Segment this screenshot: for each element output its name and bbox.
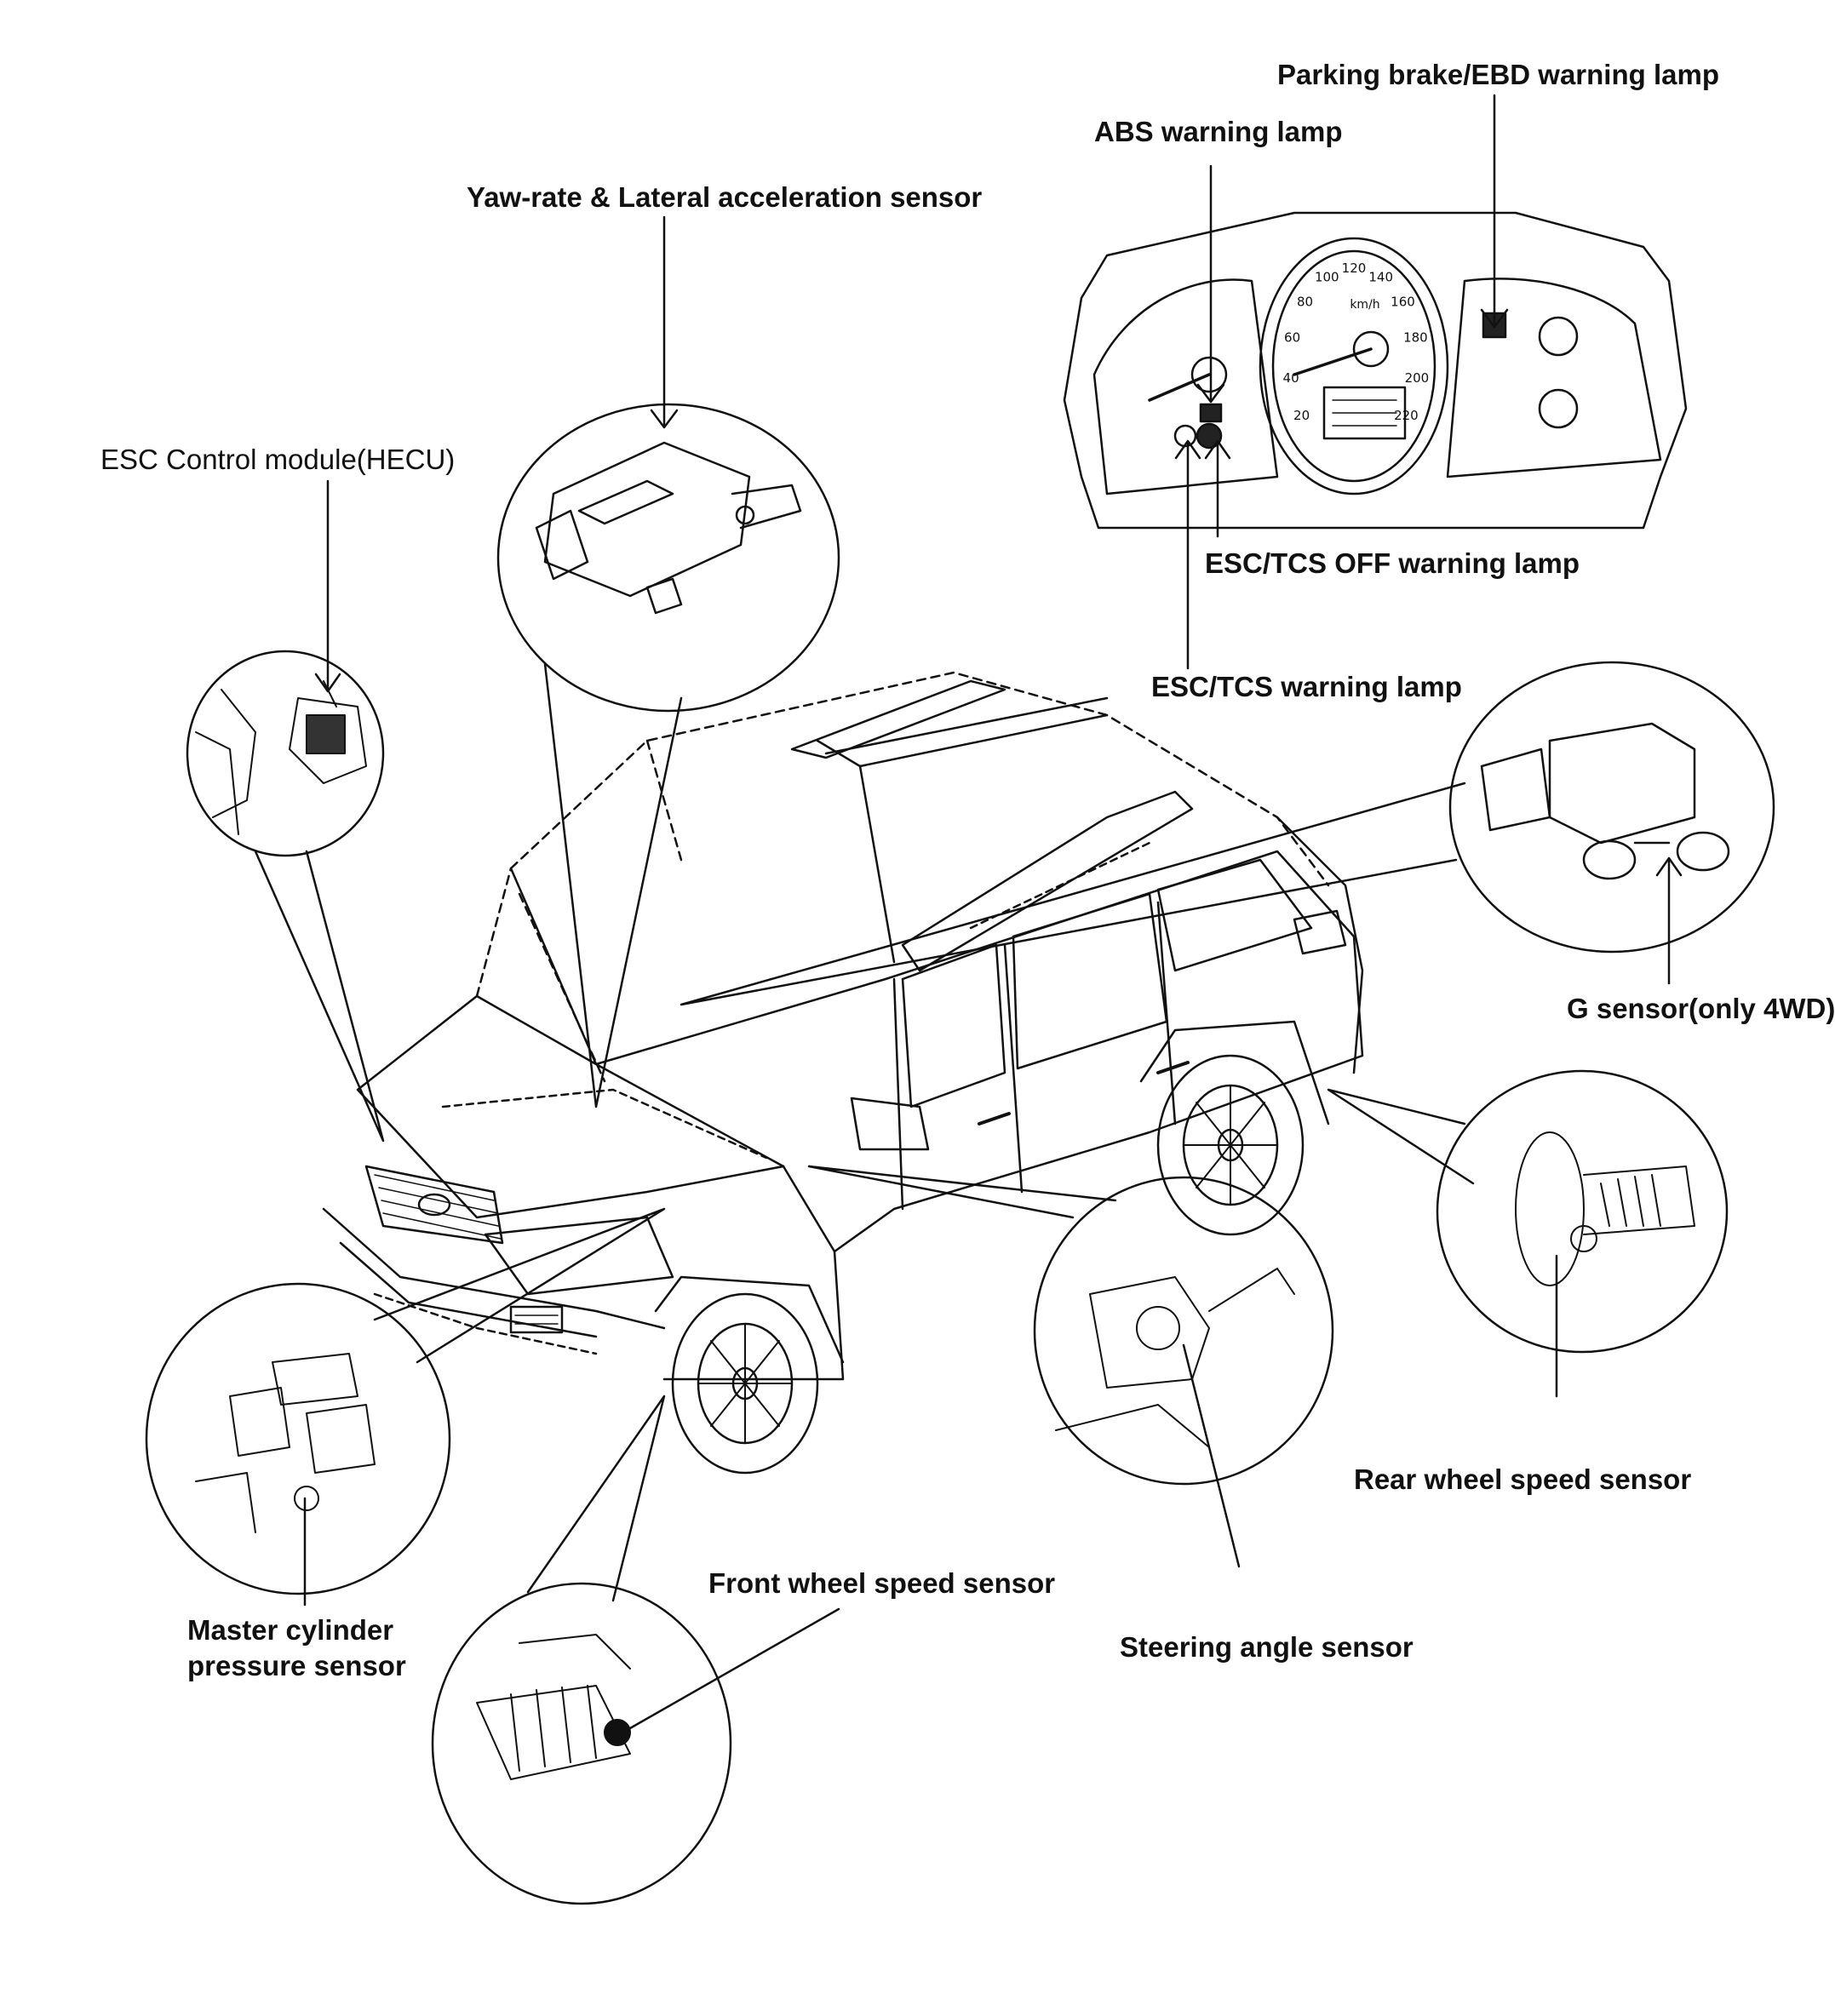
yaw-rate-sensor-label: Yaw-rate & Lateral acceleration sensor (467, 181, 983, 213)
yaw-rate-sensor-icon (535, 441, 802, 615)
g-sensor-callout (680, 661, 1775, 1006)
steering-angle-sensor-label: Steering angle sensor (1120, 1631, 1414, 1663)
speed-tick-80: 80 (1297, 294, 1313, 309)
rear-wheel (1139, 1020, 1330, 1236)
abs-lamp-label: ABS warning lamp (1094, 116, 1343, 147)
speed-unit-label: km/h (1350, 298, 1379, 312)
rear-wheel-speed-sensor-icon (1515, 1131, 1695, 1286)
speed-tick-160: 160 (1391, 294, 1415, 309)
yaw-rate-callout (496, 403, 840, 1108)
speed-tick-180: 180 (1403, 330, 1428, 346)
front-wheel (654, 1275, 845, 1475)
master-cylinder-icon (195, 1353, 376, 1533)
steering-angle-callout (807, 1165, 1334, 1486)
front-wheel-speed-callout (431, 1395, 732, 1905)
speed-tick-40: 40 (1283, 370, 1299, 386)
speed-tick-220: 220 (1394, 408, 1419, 423)
speed-tick-140: 140 (1368, 269, 1393, 284)
leader-lines (303, 94, 1683, 1730)
front-wheel-speed-sensor-label: Front wheel speed sensor (708, 1567, 1056, 1599)
master-cylinder-label-line2: pressure sensor (187, 1650, 406, 1681)
speed-tick-200: 200 (1405, 370, 1430, 386)
parking-brake-ebd-lamp-label: Parking brake/EBD warning lamp (1277, 59, 1719, 90)
speed-tick-60: 60 (1284, 330, 1300, 346)
g-sensor-label: G sensor(only 4WD) (1567, 993, 1835, 1024)
esc-control-module-label: ESC Control module(HECU) (100, 444, 456, 475)
master-cylinder-label-line1: Master cylinder (187, 1614, 394, 1646)
g-sensor-icon (1480, 722, 1730, 880)
speed-tick-100: 100 (1315, 269, 1339, 284)
rear-wheel-speed-callout (1327, 1069, 1729, 1354)
esc-control-module-callout (186, 650, 385, 1143)
steering-angle-sensor-icon (1055, 1268, 1295, 1448)
rear-wheel-speed-sensor-label: Rear wheel speed sensor (1354, 1463, 1692, 1495)
hecu-icon (195, 680, 367, 835)
speed-tick-20: 20 (1293, 408, 1310, 423)
speed-tick-120: 120 (1342, 261, 1367, 276)
esc-tcs-lamp-label: ESC/TCS warning lamp (1151, 671, 1462, 702)
front-wheel-speed-sensor-icon (476, 1634, 631, 1780)
vehicle-illustration (322, 671, 1364, 1475)
master-cylinder-callout (145, 1207, 666, 1595)
esc-tcs-off-lamp-label: ESC/TCS OFF warning lamp (1205, 547, 1580, 579)
